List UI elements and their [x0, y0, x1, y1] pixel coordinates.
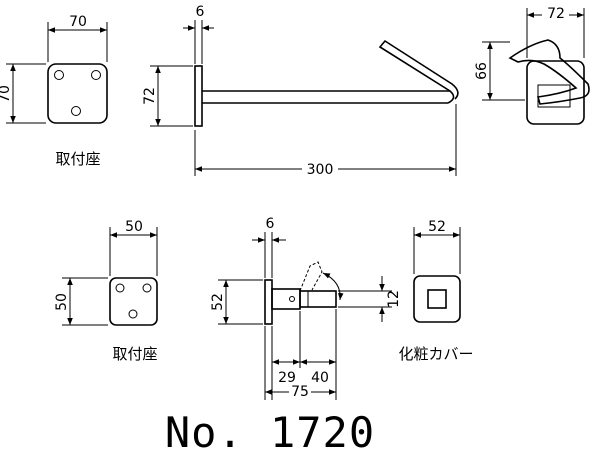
- end-view-inner: [537, 84, 571, 108]
- dim-bottom-40: 40: [311, 370, 329, 386]
- model-number: No. 1720: [165, 408, 375, 455]
- bottom-mount-plate-view: 50 50 取付座: [54, 219, 158, 363]
- towel-arm: [202, 90, 450, 104]
- top-end-view: 72 66: [474, 4, 590, 125]
- cover-outer: [413, 275, 461, 323]
- top-mount-plate-view: 70 70 取付座: [0, 14, 108, 168]
- swing-arm-phantom: [299, 261, 323, 292]
- screw-hole: [91, 70, 101, 80]
- bottom-shaft-collar: [271, 288, 301, 310]
- bottom-side-view: 6 52 12 29 40 75: [210, 216, 402, 400]
- dim-bottom-75: 75: [291, 384, 309, 400]
- dim-top-plate-height: 70: [0, 85, 13, 103]
- dim-top-right-height: 66: [474, 62, 490, 80]
- end-view-base: [526, 60, 585, 125]
- dim-top-plate-width: 70: [69, 14, 87, 30]
- dim-cover-width: 52: [428, 219, 446, 235]
- label-cover: 化粧カバー: [398, 345, 473, 363]
- towel-arm-tip: [378, 39, 459, 104]
- dim-top-right-width: 72: [547, 6, 565, 22]
- rotation-arc: [322, 272, 344, 301]
- screw-hole: [142, 283, 152, 293]
- screw-hole: [54, 70, 64, 80]
- dim-bottom-plate-height: 50: [54, 293, 70, 311]
- dim-bottom-side-thickness: 6: [266, 216, 275, 232]
- label-mount-bottom: 取付座: [112, 345, 157, 363]
- top-side-base: [194, 65, 203, 127]
- dim-bottom-12: 12: [386, 290, 402, 308]
- bottom-shaft: [299, 290, 337, 308]
- screw-hole: [115, 283, 125, 293]
- end-view-arm: [508, 39, 590, 105]
- dim-top-side-height: 72: [142, 87, 158, 105]
- dim-top-side-thickness: 6: [196, 4, 205, 20]
- screw-hole: [71, 106, 81, 116]
- dim-bottom-plate-width: 50: [125, 219, 143, 235]
- bottom-mount-plate: [109, 277, 158, 326]
- label-mount-top: 取付座: [55, 150, 100, 168]
- top-mount-plate: [47, 63, 108, 124]
- screw-hole: [128, 309, 138, 319]
- cover-inner-square: [427, 289, 447, 309]
- bottom-side-base: [264, 279, 273, 325]
- dim-top-length: 300: [307, 162, 334, 178]
- top-side-view: 6 72 300: [142, 4, 459, 178]
- cover-view: 52 化粧カバー: [398, 219, 473, 363]
- dim-bottom-side-height: 52: [210, 293, 226, 311]
